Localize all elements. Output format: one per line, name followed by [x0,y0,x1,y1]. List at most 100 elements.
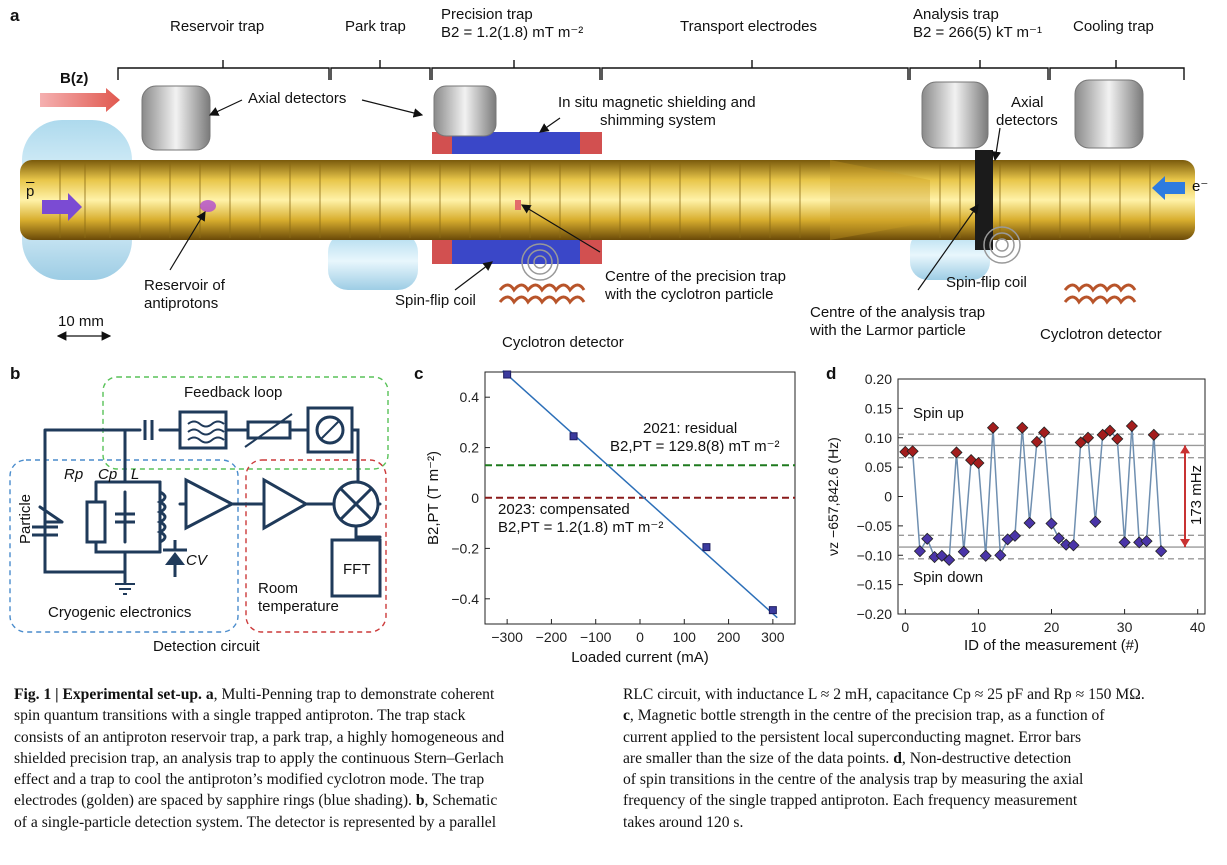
caption-line: current applied to the persistent local … [623,727,1145,748]
data-point [1118,536,1131,549]
caption-line: spin quantum transitions with a single t… [14,705,504,726]
fit-line [502,370,778,619]
data-point [943,553,956,567]
precision-trap-label: Precision trap [441,6,533,23]
y-tick-label: 0.2 [460,440,480,456]
x-tick-label: 0 [901,619,909,635]
panel-b: b Feedback loop Particle Rp Cp L CV FFT … [0,362,400,662]
caption-text-run: RLC circuit, with inductance L ≈ 2 mH, c… [623,686,1145,703]
caption-line: are smaller than the size of the data po… [623,748,1145,769]
spin-flip-coil-left-label: Spin-flip coil [395,292,476,309]
y-axis-label: B2,PT (T m⁻²) [425,451,442,545]
data-point [569,432,578,441]
panel-b-label: b [10,364,21,383]
room-label-1: Room [258,580,299,597]
caption-line: of spin transitions in the centre of the… [623,769,1145,790]
data-point [950,446,963,459]
spread-arrow-head [1180,539,1190,548]
y-tick-label: 0 [884,489,892,505]
x-axis-label: ID of the measurement (#) [964,637,1139,654]
spin-up-label: Spin up [913,405,964,422]
caption-text-run: , Multi-Penning trap to demonstrate cohe… [213,686,495,703]
y-tick-label: −0.15 [857,577,893,593]
caption-text-run: frequency of the single trapped antiprot… [623,792,1078,810]
shielding-label-1: In situ magnetic shielding and [558,94,756,111]
data-point [1016,421,1029,434]
caption-text-run: takes around 120 s. [623,813,744,831]
analysis-trap-label: Analysis trap [913,6,999,23]
data-point [1111,432,1124,445]
x-axis-label: Loaded current (mA) [571,649,709,666]
y-tick-label: 0 [471,490,479,506]
electron-label: e⁻ [1192,178,1209,195]
data-point [957,545,970,558]
caption-text-run: , Magnetic bottle strength in the centre… [629,707,1105,725]
detection-circuit-label: Detection circuit [153,638,260,655]
data-point [1140,535,1153,548]
data-point [702,543,711,552]
y-axis-label: νz −657,842.6 (Hz) [825,437,841,556]
spin-down-label: Spin down [913,569,984,586]
y-tick-label: 0.10 [865,430,892,446]
room-label-2: temperature [258,598,339,615]
electrode-segments [59,162,1151,238]
analysis-ring [975,150,993,250]
particle-label: Particle [17,493,34,544]
data-point [994,549,1007,562]
axial-detector-icons [141,79,1144,151]
caption-text-run: electrodes (golden) are spaced by sapphi… [14,792,416,810]
section-brackets [117,60,1185,80]
leader-lines [56,99,1002,341]
caption-text-run: spin quantum transitions with a single t… [14,707,466,725]
caption-bold-run: b [415,792,425,810]
y-tick-label: 0.15 [865,400,892,416]
caption-text-run: of a single-particle detection system. T… [14,813,497,831]
panel-a: a Reservoir trap Park trap Precision tra… [0,0,1227,362]
caption-line: Fig. 1 | Experimental set-up. a, Multi-P… [14,684,504,705]
caption-line: effect and a trap to cool the antiproton… [14,769,504,790]
park-trap-label: Park trap [345,18,406,35]
data-point [1147,428,1160,441]
delta-label: 173 mHz [1188,464,1205,525]
data-point [1008,529,1022,542]
scale-bar-label: 10 mm [58,313,104,330]
x-tick-label: 10 [971,619,987,635]
cp-label: Cp [98,466,118,483]
caption-text-run: , Non-destructive detection [901,749,1072,767]
caption-text-run: effect and a trap to cool the antiproton… [14,771,485,789]
detection-circuit-schematic [9,376,389,633]
caption-line: consists of an antiproton reservoir trap… [14,727,504,748]
caption-line: of a single-particle detection system. T… [14,812,504,833]
shielding-coils [432,132,602,264]
reservoir-trap-label: Reservoir trap [170,18,265,35]
cv-label: CV [186,552,207,569]
data-point [1074,436,1087,449]
data-point [1052,532,1065,545]
data-point [913,545,926,558]
transport-electrodes-label: Transport electrodes [680,18,818,35]
rp-label: Rp [64,466,84,483]
data-point [986,421,1000,434]
l-label: L [131,466,140,483]
caption-line: takes around 120 s. [623,812,1145,833]
axial-detectors-right-1: Axial [1011,94,1044,111]
electron-arrow [1152,176,1185,200]
cyclotron-coils [498,283,1137,305]
fft-label: FFT [343,561,371,578]
caption-line: RLC circuit, with inductance L ≈ 2 mH, c… [623,684,1145,705]
panel-c-label: c [414,364,424,383]
fft-box [330,538,382,598]
x-tick-label: 40 [1190,619,1206,635]
cooling-trap-label: Cooling trap [1073,18,1154,35]
data-point [1125,419,1138,433]
data-point [503,370,512,379]
x-tick-label: 300 [761,629,785,645]
centre-analysis-label-2: with the Larmor particle [810,322,966,339]
caption-line: frequency of the single trapped antiprot… [623,790,1145,811]
caption-column-2: RLC circuit, with inductance L ≈ 2 mH, c… [623,684,1145,833]
data-point [1089,515,1102,528]
caption-bold-run: Fig. 1 | Experimental set-up. a [14,686,214,703]
